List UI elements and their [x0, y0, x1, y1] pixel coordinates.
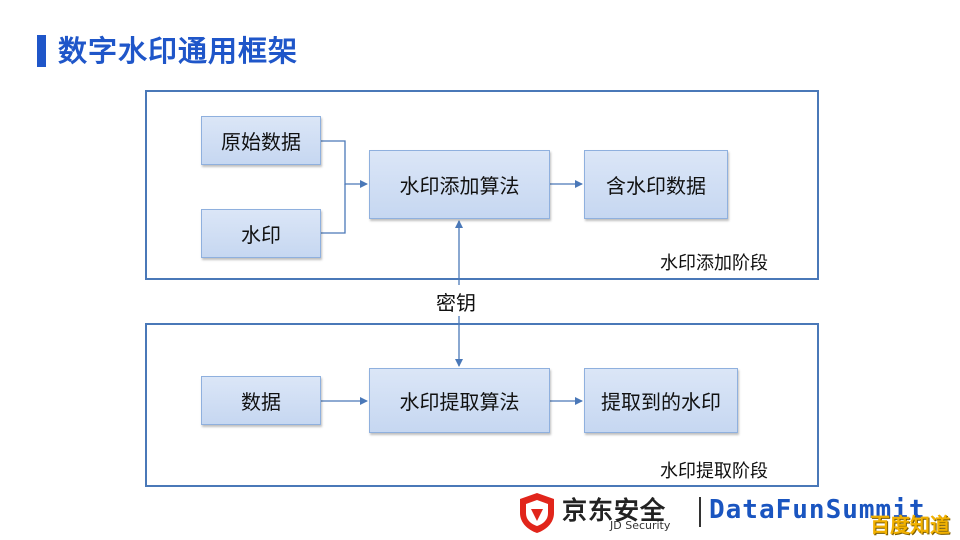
baidu-zhidao-watermark: 百度知道	[870, 513, 950, 537]
node-original-data: 原始数据	[201, 116, 321, 165]
node-watermarked-data: 含水印数据	[584, 150, 728, 219]
node-watermark: 水印	[201, 209, 321, 258]
page-title: 数字水印通用框架	[58, 34, 299, 68]
node-data: 数据	[201, 376, 321, 425]
title-accent-bar	[37, 35, 46, 67]
node-embed-algorithm: 水印添加算法	[369, 150, 550, 219]
node-extracted-watermark: 提取到的水印	[584, 368, 738, 433]
datafun-summit-logo: DataFunSummit	[709, 495, 926, 525]
node-extract-algorithm: 水印提取算法	[369, 368, 550, 433]
logo-divider	[699, 497, 701, 527]
arrow-original-to-embed	[321, 140, 368, 188]
jd-shield-icon	[520, 493, 554, 533]
footer-logos: 京东安全 JD Security DataFunSummit 百度知道	[517, 489, 960, 537]
key-label: 密钥	[434, 287, 478, 316]
jd-security-name: 京东安全	[562, 496, 667, 525]
jd-security-subtitle: JD Security	[610, 519, 671, 532]
embedding-stage-label: 水印添加阶段	[660, 253, 768, 274]
extraction-stage-label: 水印提取阶段	[660, 461, 768, 482]
arrow-watermark-to-embed	[321, 184, 346, 234]
